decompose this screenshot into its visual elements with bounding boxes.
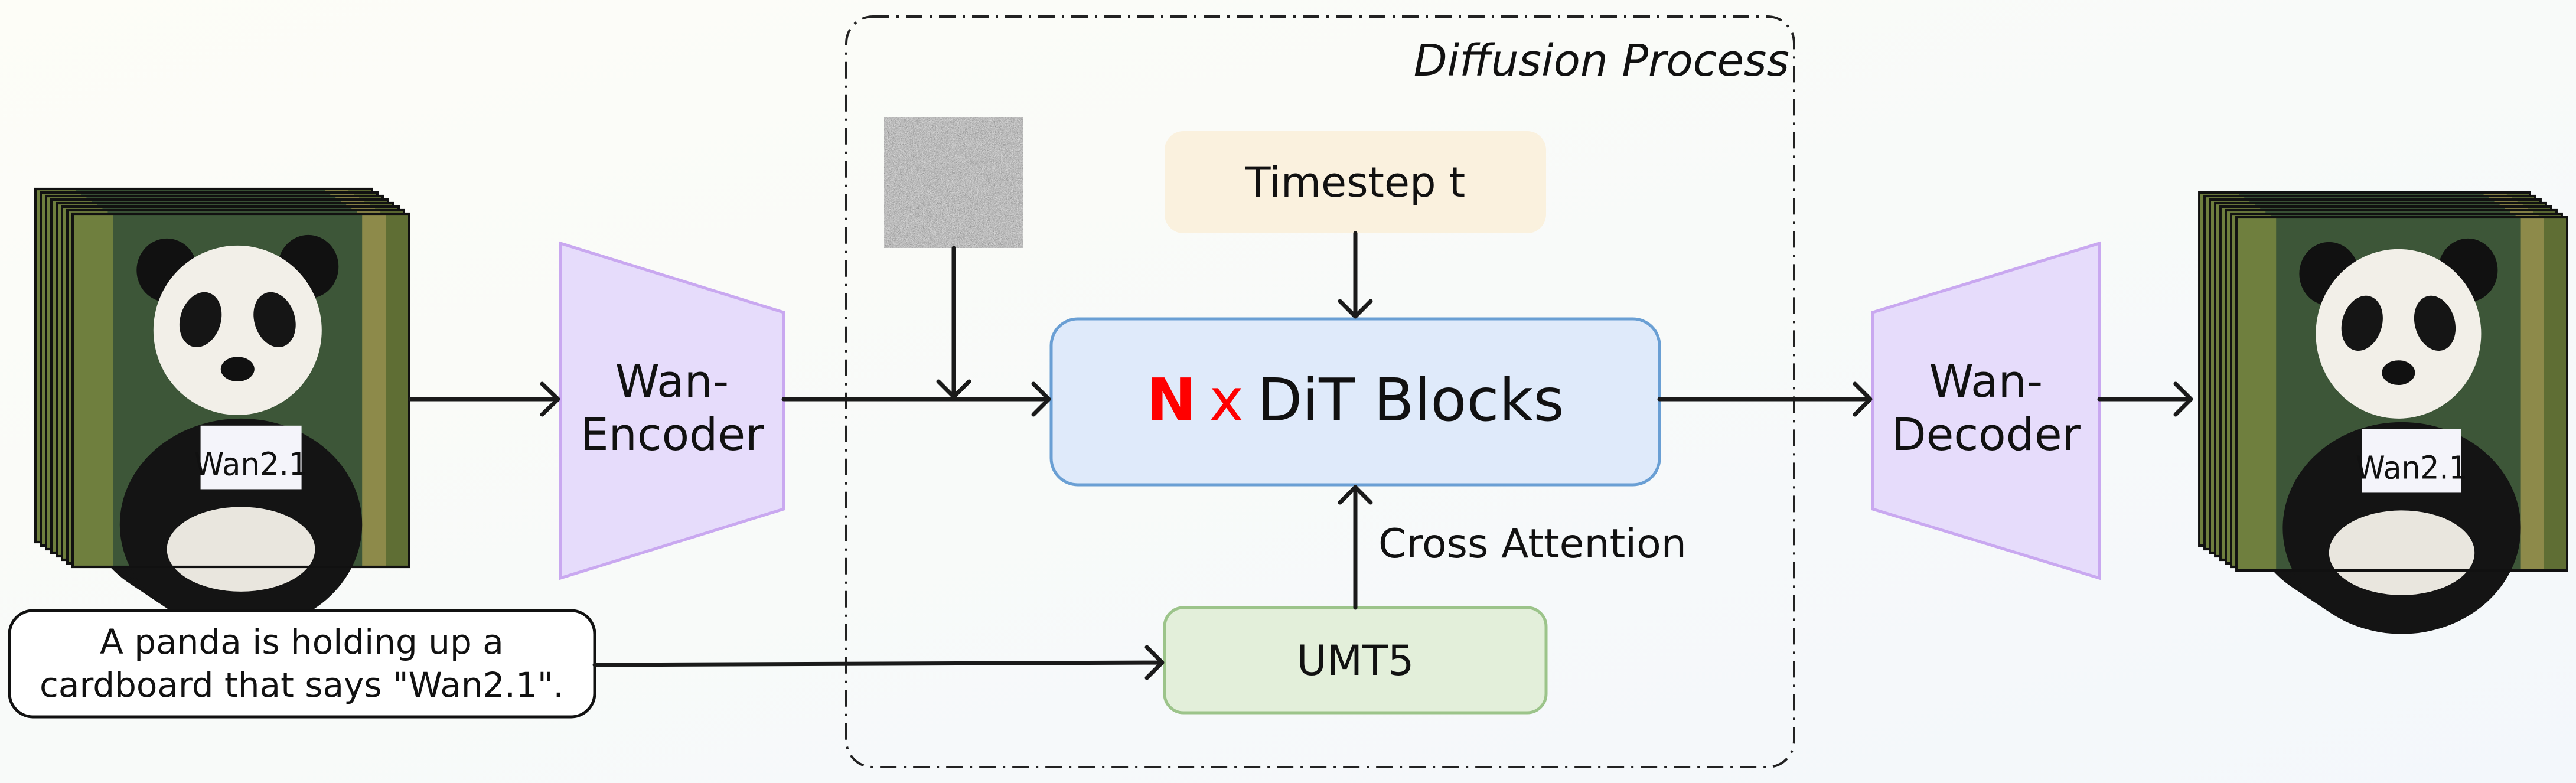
arrow-noise-down [936, 246, 971, 399]
frame-border [2235, 216, 2568, 572]
arrow-prompt-to-umt5 [592, 645, 1165, 680]
prompt-line1: A panda is holding up a [100, 622, 504, 662]
decoder-label-line1: Wan- [1929, 355, 2043, 407]
prompt-line2: cardboard that says "Wan2.1". [40, 665, 564, 705]
sign-text: Wan2.1 [2356, 450, 2468, 487]
arrow-dit-to-decoder [1657, 381, 1873, 417]
input-video-frames: Wan2.1 [34, 187, 410, 631]
arrow-encoder-to-dit [781, 381, 1051, 417]
umt5-label: UMT5 [1297, 637, 1414, 685]
timestep-label: Timestep t [1245, 158, 1465, 207]
encoder-label-line2: Encoder [581, 408, 764, 461]
arrows [408, 231, 2193, 680]
diffusion-process-box [845, 15, 1795, 768]
arrow-video-to-encoder [408, 381, 560, 417]
wan-decoder-block [1871, 241, 2101, 580]
timestep-box [1165, 131, 1546, 233]
encoder-label-line1: Wan- [615, 355, 729, 407]
arrow-decoder-to-video [2097, 381, 2193, 417]
arrow-umt5-to-dit [1338, 485, 1373, 610]
wan-encoder-block [559, 241, 785, 580]
arrow-timestep-to-dit [1338, 231, 1373, 319]
output-video-frames: Wan2.1 [2198, 191, 2568, 634]
video-frame: Wan2.1 [2235, 216, 2568, 634]
noise-image [884, 117, 1023, 248]
dit-blocks-box [1049, 317, 1661, 487]
dit-x: x [1209, 366, 1244, 435]
video-frame: Wan2.1 [71, 212, 410, 631]
sign-text: Wan2.1 [194, 446, 308, 482]
dit-label: DiT Blocks [1257, 366, 1564, 435]
cross-attention-label: Cross Attention [1378, 521, 1687, 567]
frame-border [71, 212, 410, 569]
diffusion-process-title: Diffusion Process [1414, 35, 1789, 86]
dit-n: N [1146, 366, 1196, 435]
decoder-label-line2: Decoder [1892, 408, 2081, 461]
